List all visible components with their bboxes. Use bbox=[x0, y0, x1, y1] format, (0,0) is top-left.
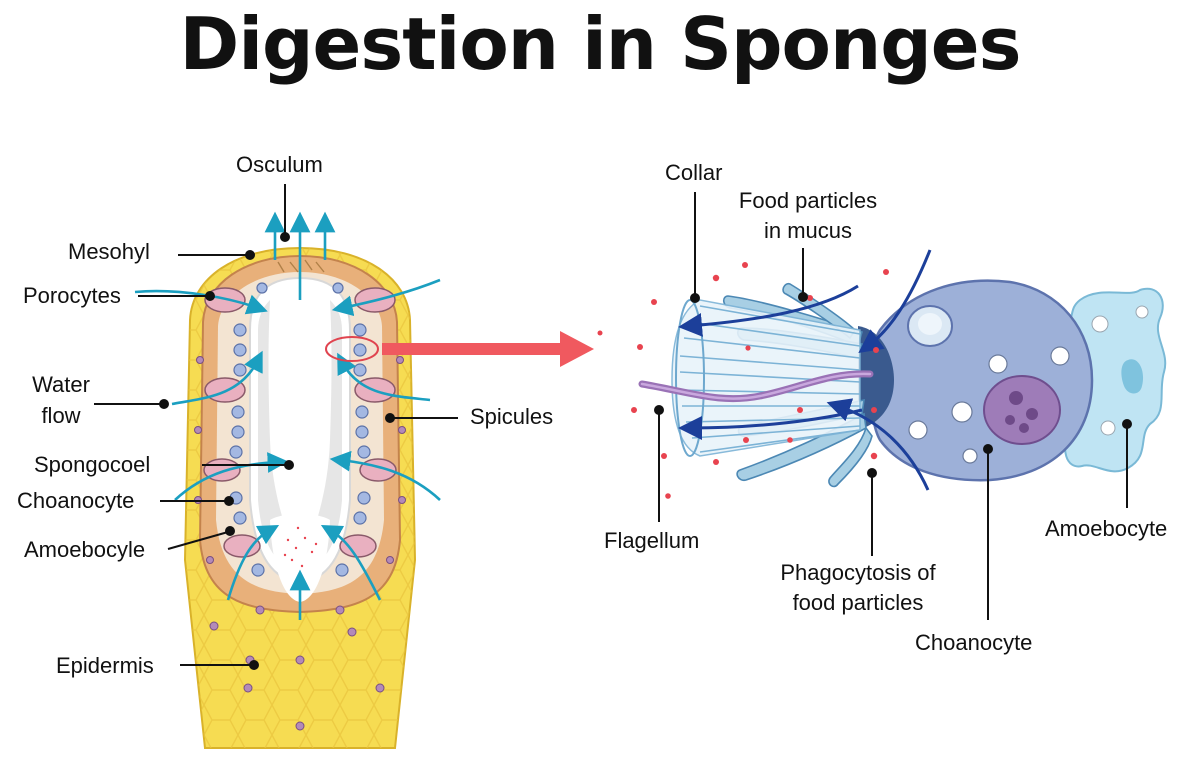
label-flagellum: Flagellum bbox=[604, 528, 700, 553]
label-porocytes: Porocytes bbox=[23, 283, 121, 308]
label-water-flow-line1: Water bbox=[32, 372, 90, 397]
label-water-flow-line2: flow bbox=[41, 403, 81, 428]
choanocyte-detail bbox=[597, 249, 1167, 499]
label-choanocyte-right: Choanocyte bbox=[915, 630, 1033, 655]
label-amoebocyle: Amoebocyle bbox=[24, 537, 146, 562]
label-amoebocyte: Amoebocyte bbox=[1045, 516, 1168, 541]
label-phagocytosis-line2: food particles bbox=[792, 590, 924, 615]
label-epidermis: Epidermis bbox=[56, 653, 154, 678]
leader-lines bbox=[94, 184, 1132, 670]
page-title: Digestion in Sponges bbox=[179, 2, 1022, 86]
label-food-particles-line2: in mucus bbox=[763, 218, 853, 243]
label-choanocyte-left: Choanocyte bbox=[17, 488, 135, 513]
label-spicules: Spicules bbox=[470, 404, 554, 429]
label-osculum: Osculum bbox=[236, 152, 323, 177]
label-food-particles-line1: Food particles bbox=[738, 188, 878, 213]
label-phagocytosis-line1: Phagocytosis of bbox=[780, 560, 936, 585]
sponge-body bbox=[134, 211, 441, 749]
label-spongocoel: Spongocoel bbox=[34, 452, 151, 477]
nucleus bbox=[983, 375, 1061, 445]
label-collar: Collar bbox=[665, 160, 723, 185]
highlight-circle bbox=[325, 336, 379, 362]
pointer-arrow bbox=[382, 331, 594, 367]
label-mesohyl: Mesohyl bbox=[68, 239, 150, 264]
